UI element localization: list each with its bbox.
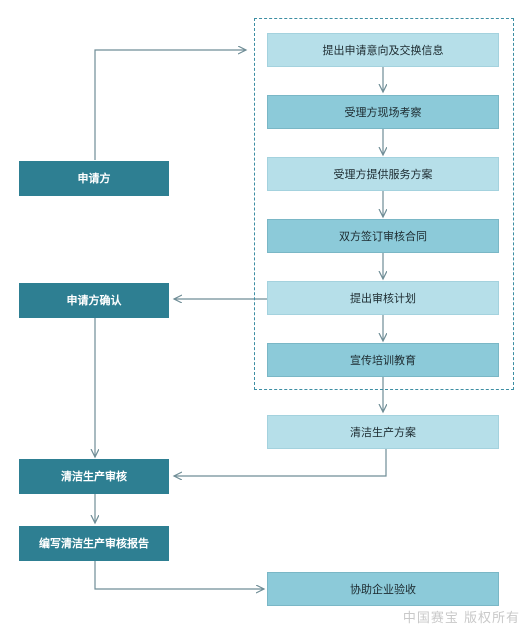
node-applicant: 申请方	[19, 161, 169, 196]
service-process-dashed-group	[254, 18, 514, 390]
node-write-audit-report: 编写清洁生产审核报告	[19, 526, 169, 561]
node-step-training: 宣传培训教育	[267, 343, 499, 377]
connector-report-acceptance	[94, 561, 264, 589]
node-assist-acceptance: 协助企业验收	[267, 572, 499, 606]
node-applicant-confirm: 申请方确认	[19, 283, 169, 318]
node-clean-production-audit: 清洁生产审核	[19, 459, 169, 494]
connector-plan-audit	[174, 449, 387, 476]
node-step-site-inspection: 受理方现场考察	[267, 95, 499, 129]
node-step-application-intent: 提出申请意向及交换信息	[267, 33, 499, 67]
node-clean-production-plan: 清洁生产方案	[267, 415, 499, 449]
connector-applicant-step1	[94, 50, 246, 160]
node-step-service-plan: 受理方提供服务方案	[267, 157, 499, 191]
node-step-audit-plan: 提出审核计划	[267, 281, 499, 315]
node-step-sign-contract: 双方签订审核合同	[267, 219, 499, 253]
watermark: 中国赛宝 版权所有	[402, 611, 520, 626]
